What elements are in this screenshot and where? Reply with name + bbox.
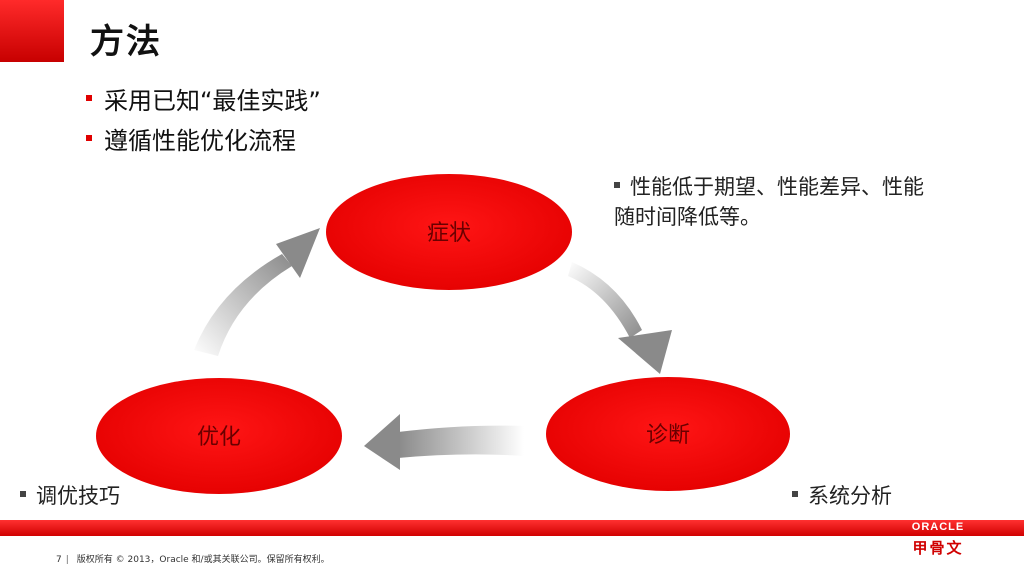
note-symptom: 性能低于期望、性能差异、性能随时间降低等。 [614,172,944,232]
bullet-text: 遵循性能优化流程 [104,126,296,155]
note-symptom-text: 性能低于期望、性能差异、性能随时间降低等。 [614,175,924,229]
oracle-logo-chinese: 甲骨文 [912,539,964,557]
node-diagnosis: 诊断 [546,377,790,491]
bullet-marker-icon [86,135,92,141]
note-diagnosis: 系统分析 [792,481,892,511]
corner-accent-block [0,0,64,62]
oracle-logo-word: ORACLE [911,521,965,533]
note-optimize-text: 调优技巧 [36,484,120,508]
node-optimize: 优化 [96,378,342,494]
note-optimize: 调优技巧 [20,481,120,511]
bullet-item: 遵循性能优化流程 [86,118,321,158]
note-bullet-icon [614,182,620,188]
note-bullet-icon [792,491,798,497]
bullet-item: 采用已知“最佳实践” [86,78,321,118]
footer-separator: | [65,555,69,565]
arrow-optimize-to-symptom [194,228,320,356]
oracle-logo: ORACLE 甲骨文 [898,519,978,557]
slide-title: 方法 [90,22,162,62]
page-number: 7 [56,555,62,565]
copyright-text: 版权所有 © 2013，Oracle 和/或其关联公司。保留所有权利。 [76,555,330,565]
bullet-list: 采用已知“最佳实践” 遵循性能优化流程 [86,78,321,158]
node-symptom-label: 症状 [427,221,471,246]
bullet-marker-icon [86,95,92,101]
footer-copyright: 7| 版权所有 © 2013，Oracle 和/或其关联公司。保留所有权利。 [56,552,330,565]
bullet-text: 采用已知“最佳实践” [104,86,321,115]
node-diagnosis-label: 诊断 [646,423,690,448]
note-diagnosis-text: 系统分析 [808,484,892,508]
arrow-diagnosis-to-optimize [364,414,524,470]
footer-red-bar [0,520,1024,536]
arrow-symptom-to-diagnosis [568,262,672,374]
node-symptom: 症状 [326,174,572,290]
node-optimize-label: 优化 [197,425,241,450]
note-bullet-icon [20,491,26,497]
